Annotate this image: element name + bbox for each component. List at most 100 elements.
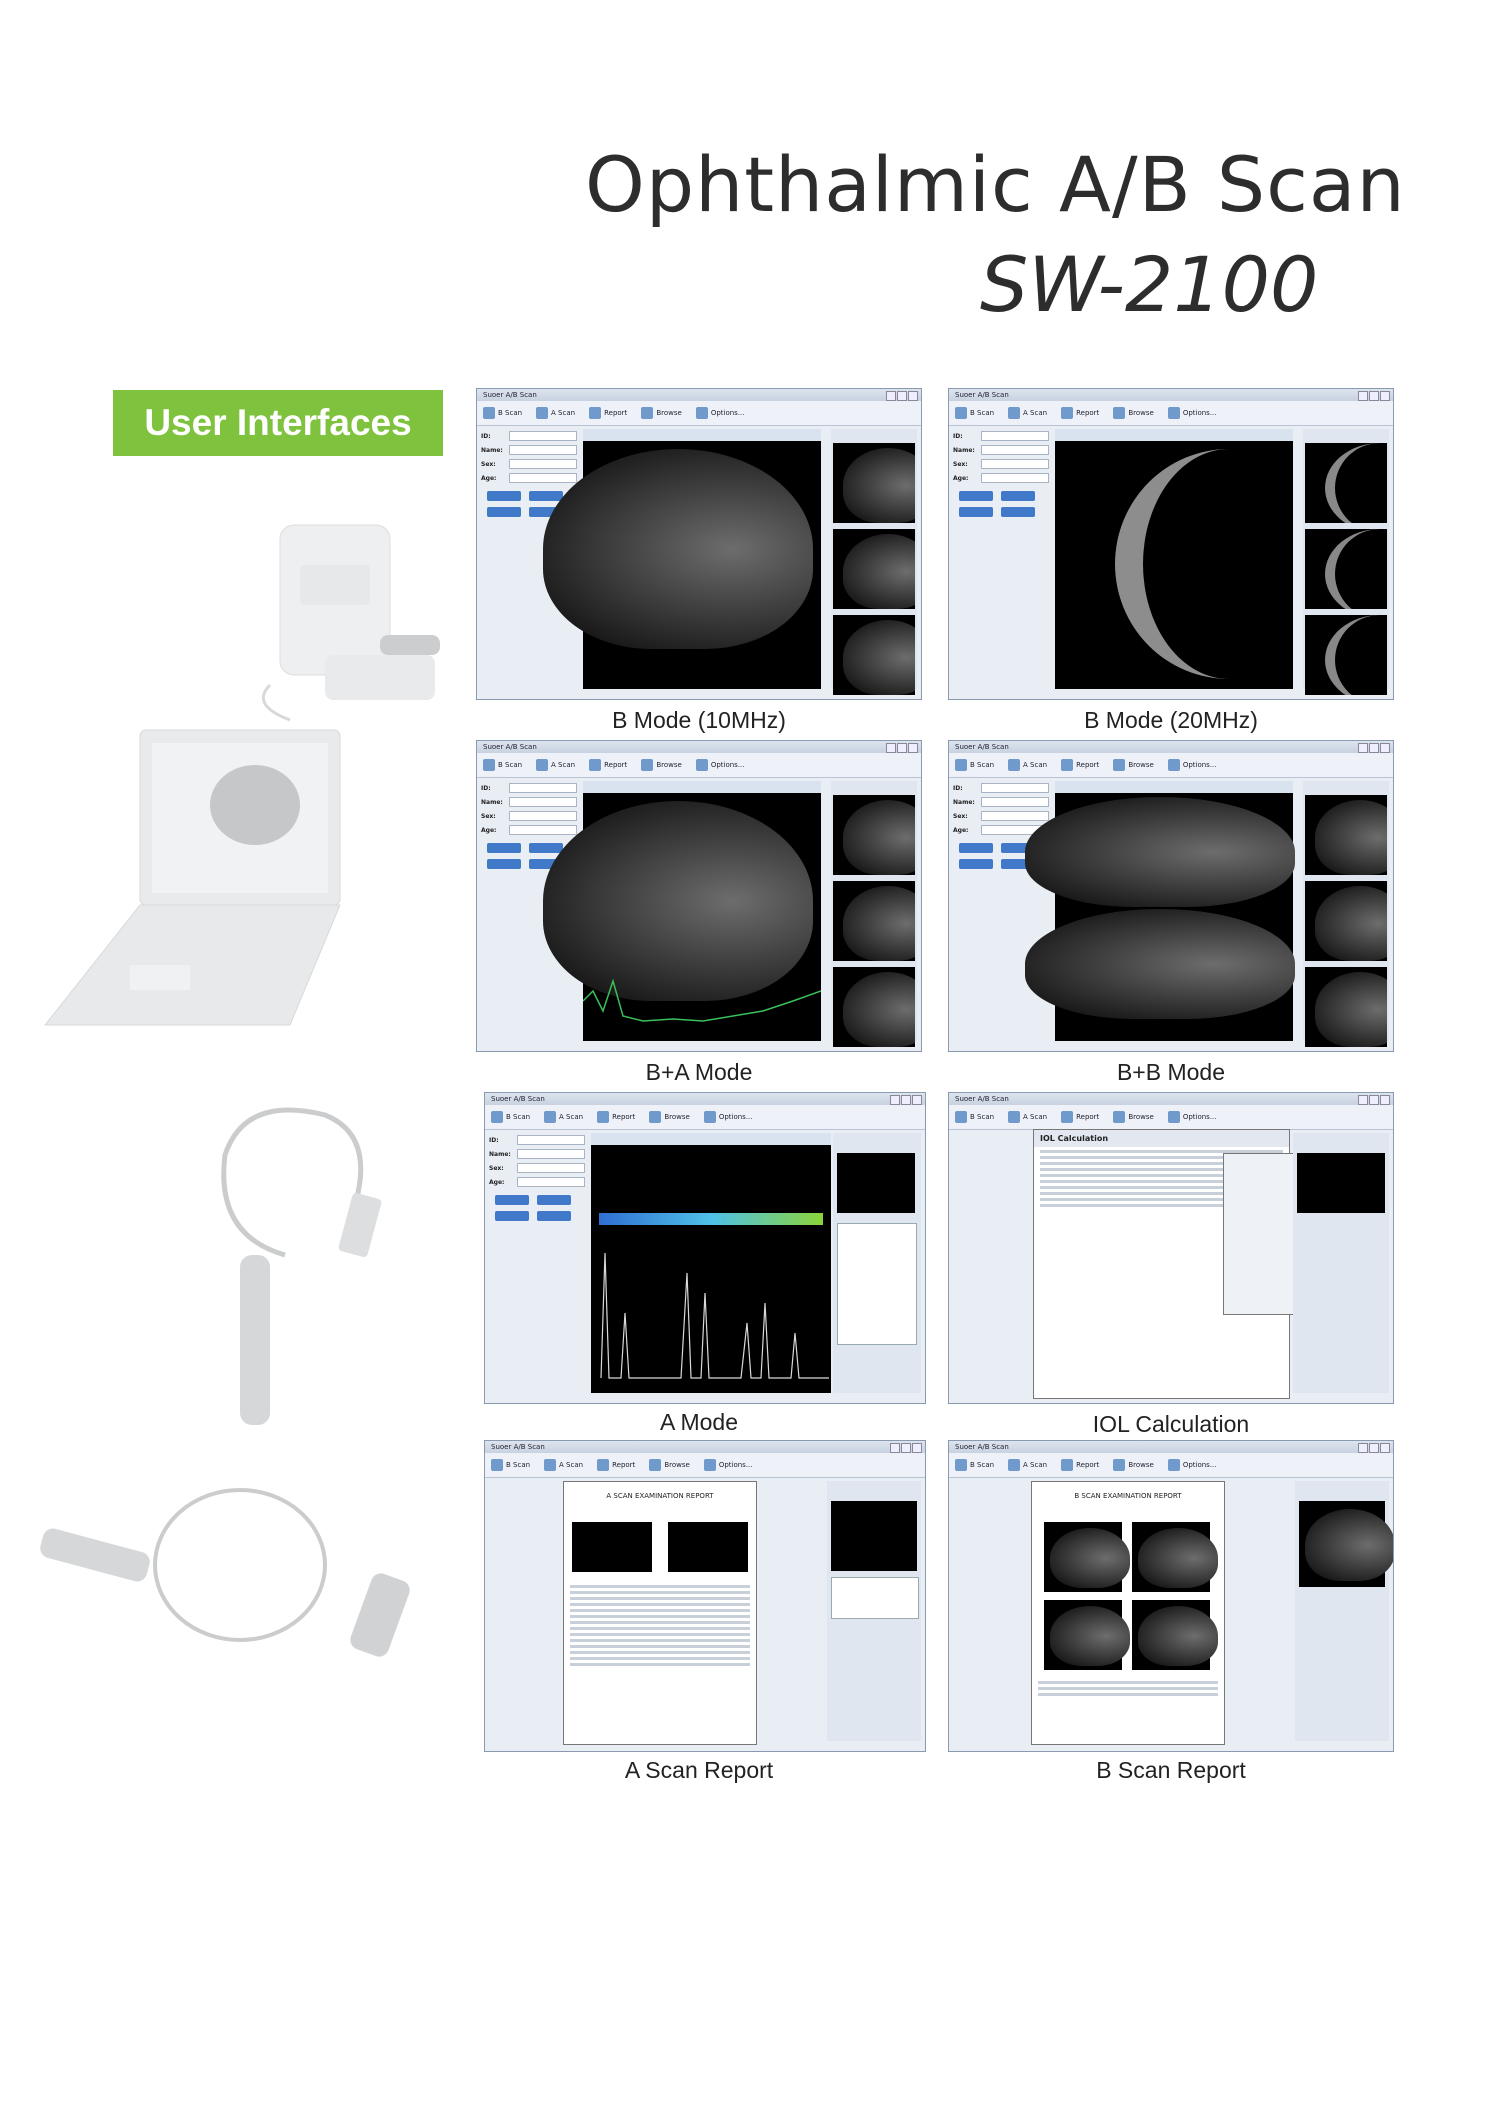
thumbnail[interactable] [833,881,915,961]
toolbar-report[interactable]: Report [1061,407,1099,419]
maximize-icon[interactable] [901,1095,911,1105]
age-field[interactable] [509,473,577,483]
age-field[interactable] [517,1177,585,1187]
sex-field[interactable] [517,1163,585,1173]
sex-field[interactable] [981,811,1049,821]
capture-button[interactable] [1001,859,1035,869]
close-icon[interactable] [908,743,918,753]
store-button[interactable] [1001,491,1035,501]
toolbar-b-scan[interactable]: B Scan [955,1111,994,1123]
toolbar-a-scan[interactable]: A Scan [536,759,575,771]
store-button[interactable] [1001,843,1035,853]
name-field[interactable] [981,445,1049,455]
minimize-icon[interactable] [1358,743,1368,753]
age-field[interactable] [509,825,577,835]
capture-button[interactable] [529,859,563,869]
toolbar-report[interactable]: Report [589,407,627,419]
toolbar-options[interactable]: Options... [703,1459,753,1471]
minimize-icon[interactable] [1358,1095,1368,1105]
thumbnail[interactable] [833,967,915,1047]
toolbar-options[interactable]: Options... [1167,1111,1217,1123]
name-field[interactable] [981,797,1049,807]
toolbar-b-scan[interactable]: B Scan [483,759,522,771]
toolbar-b-scan[interactable]: B Scan [955,759,994,771]
toolbar-a-scan[interactable]: A Scan [1008,759,1047,771]
thumbnail[interactable] [833,443,915,523]
toolbar-b-scan[interactable]: B Scan [955,1459,994,1471]
minimize-icon[interactable] [890,1443,900,1453]
new-button[interactable] [959,843,993,853]
thumbnail[interactable] [1305,529,1387,609]
toolbar-options[interactable]: Options... [1167,1459,1217,1471]
thumbnail[interactable] [1305,443,1387,523]
name-field[interactable] [509,797,577,807]
thumbnail[interactable] [833,795,915,875]
toolbar-browse[interactable]: Browse [1113,1111,1154,1123]
maximize-icon[interactable] [897,743,907,753]
minimize-icon[interactable] [1358,1443,1368,1453]
capture-button[interactable] [529,507,563,517]
new-button[interactable] [495,1195,529,1205]
toolbar-report[interactable]: Report [597,1459,635,1471]
capture-button[interactable] [1001,507,1035,517]
new-button[interactable] [487,843,521,853]
toolbar-browse[interactable]: Browse [1113,407,1154,419]
thumbnail[interactable] [1305,967,1387,1047]
minimize-icon[interactable] [886,391,896,401]
toolbar-b-scan[interactable]: B Scan [491,1111,530,1123]
maximize-icon[interactable] [1369,1443,1379,1453]
toolbar-report[interactable]: Report [1061,1459,1099,1471]
name-field[interactable] [517,1149,585,1159]
toolbar-options[interactable]: Options... [703,1111,753,1123]
toolbar-report[interactable]: Report [1061,1111,1099,1123]
run-button[interactable] [959,507,993,517]
maximize-icon[interactable] [1369,1095,1379,1105]
close-icon[interactable] [1380,1095,1390,1105]
toolbar-report[interactable]: Report [1061,759,1099,771]
store-button[interactable] [537,1195,571,1205]
toolbar-options[interactable]: Options... [695,407,745,419]
run-button[interactable] [487,859,521,869]
new-button[interactable] [487,491,521,501]
name-field[interactable] [509,445,577,455]
toolbar-browse[interactable]: Browse [1113,1459,1154,1471]
close-icon[interactable] [908,391,918,401]
maximize-icon[interactable] [1369,391,1379,401]
toolbar-a-scan[interactable]: A Scan [544,1111,583,1123]
toolbar-browse[interactable]: Browse [649,1459,690,1471]
toolbar-a-scan[interactable]: A Scan [1008,407,1047,419]
toolbar-a-scan[interactable]: A Scan [536,407,575,419]
close-icon[interactable] [912,1443,922,1453]
id-field[interactable] [517,1135,585,1145]
thumbnail[interactable] [1305,615,1387,695]
toolbar-browse[interactable]: Browse [649,1111,690,1123]
maximize-icon[interactable] [1369,743,1379,753]
close-icon[interactable] [1380,391,1390,401]
close-icon[interactable] [912,1095,922,1105]
toolbar-report[interactable]: Report [589,759,627,771]
toolbar-browse[interactable]: Browse [1113,759,1154,771]
run-button[interactable] [487,507,521,517]
toolbar-b-scan[interactable]: B Scan [955,407,994,419]
minimize-icon[interactable] [1358,391,1368,401]
store-button[interactable] [529,491,563,501]
sex-field[interactable] [509,459,577,469]
maximize-icon[interactable] [901,1443,911,1453]
toolbar-browse[interactable]: Browse [641,759,682,771]
toolbar-a-scan[interactable]: A Scan [1008,1459,1047,1471]
store-button[interactable] [529,843,563,853]
sex-field[interactable] [509,811,577,821]
thumbnail[interactable] [1305,795,1387,875]
close-icon[interactable] [1380,1443,1390,1453]
toolbar-a-scan[interactable]: A Scan [544,1459,583,1471]
id-field[interactable] [981,783,1049,793]
close-icon[interactable] [1380,743,1390,753]
thumbnail[interactable] [1305,881,1387,961]
id-field[interactable] [509,431,577,441]
maximize-icon[interactable] [897,391,907,401]
id-field[interactable] [981,431,1049,441]
save-button[interactable] [537,1211,571,1221]
new-button[interactable] [959,491,993,501]
thumbnail[interactable] [833,615,915,695]
age-field[interactable] [981,473,1049,483]
